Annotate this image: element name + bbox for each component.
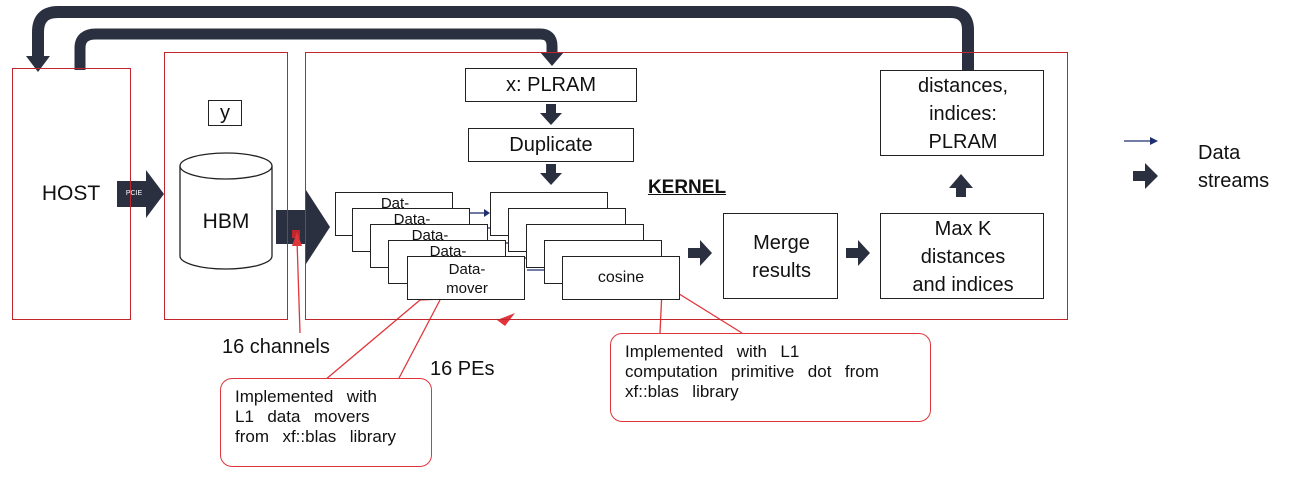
cosine-callout: Implemented with L1 computation primitiv… <box>610 333 931 422</box>
cosine-callout-line3: xf::blas library <box>625 382 739 401</box>
maxk-line1: Max K <box>934 217 992 240</box>
host-label: HOST <box>41 182 101 205</box>
merge-line1: Merge <box>753 231 810 254</box>
maxk-line2: distances <box>920 245 1006 268</box>
datamovers-callout-line3: from xf::blas library <box>235 427 397 446</box>
datamover-front-line2: mover <box>446 279 488 297</box>
datamover-label: Dat- <box>380 194 410 212</box>
hbm-cylinder <box>179 152 273 270</box>
datamover-box-front: Data- mover <box>407 256 525 300</box>
datamover-label: Data- <box>429 242 467 260</box>
pcie-arrow <box>117 170 164 218</box>
kernel-title: KERNEL <box>647 177 727 198</box>
output-line3: PLRAM <box>928 130 998 153</box>
x-plram-box: x: PLRAM <box>465 68 637 102</box>
datamover-label: Data- <box>411 226 449 244</box>
cosine-pe-box: cosine <box>562 256 680 300</box>
y-vector-label: y <box>208 100 242 126</box>
maxk-line3: and indices <box>912 273 1014 296</box>
legend-data-label: Data <box>1198 142 1241 164</box>
channels-annotation: 16 channels <box>222 336 330 358</box>
channels-marker <box>292 230 300 238</box>
output-plram-box: distances, indices: PLRAM <box>880 70 1044 156</box>
feedback-loop-inner <box>74 28 558 70</box>
channels-pointer-arrowhead <box>292 232 302 246</box>
host-block <box>12 68 131 320</box>
feedback-loop-inner-arrowhead <box>540 52 564 66</box>
maxk-to-output-arrow <box>949 174 973 197</box>
pe-to-merge-arrow <box>688 240 712 266</box>
datamover-front-line1: Data- <box>448 260 486 278</box>
merge-results-box: Merge results <box>723 213 838 299</box>
feedback-loop-outer <box>32 6 974 70</box>
feedback-loop-outer-arrowhead <box>26 56 50 72</box>
output-line2: indices: <box>929 102 997 125</box>
pcie-label: PCIE <box>125 189 143 197</box>
merge-line2: results <box>752 259 811 282</box>
merge-to-maxk-arrow <box>846 240 870 266</box>
kernel-block <box>305 52 1068 320</box>
cosine-callout-line1: Implemented with L1 <box>625 342 800 361</box>
pes-annotation: 16 PEs <box>430 358 495 380</box>
output-line1: distances, <box>917 74 1009 97</box>
legend-thick-arrow <box>1133 163 1158 189</box>
legend-streams-label: streams <box>1198 170 1270 192</box>
datamovers-callout-line2: L1 data movers <box>235 407 370 426</box>
hbm-block <box>164 52 288 320</box>
cosine-callout-line2: computation primitive dot from <box>625 362 879 381</box>
x-to-duplicate-arrow <box>540 104 562 125</box>
datamovers-callout-line1: Implemented with <box>235 387 377 406</box>
hbm-to-kernel-arrow <box>276 190 330 264</box>
hbm-label: HBM <box>202 210 250 233</box>
datamovers-callout: Implemented with L1 data movers from xf:… <box>220 378 432 467</box>
legend-thin-arrowhead <box>1150 137 1158 145</box>
maxk-box: Max K distances and indices <box>880 213 1044 299</box>
duplicate-box: Duplicate <box>468 128 634 162</box>
datamover-label: Data- <box>393 210 431 228</box>
duplicate-to-pe-arrow <box>540 164 562 185</box>
